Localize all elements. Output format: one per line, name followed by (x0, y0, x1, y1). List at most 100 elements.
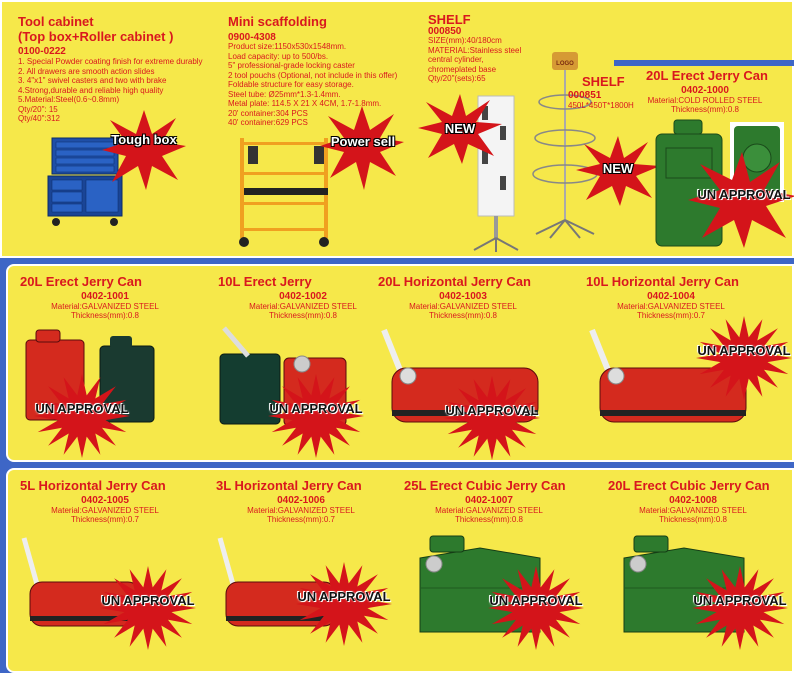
bot-code-1: 0402-1006 (277, 495, 325, 506)
can-top-code: 0402-1000 (681, 85, 729, 96)
bot-code-3: 0402-1008 (669, 495, 717, 506)
shelf1-title: SHELF (428, 12, 471, 27)
bot-code-0: 0402-1005 (81, 495, 129, 506)
mid-material-1: Material:GALVANIZED STEEL (249, 302, 357, 311)
tool-cabinet-specs: 1. Special Powder coating finish for ext… (18, 57, 203, 124)
mid-code-1: 0402-1002 (279, 291, 327, 302)
mid-un-approval-burst-icon-1 (268, 374, 364, 458)
un-approval-burst-icon-top (688, 152, 794, 248)
bot-code-2: 0402-1007 (465, 495, 513, 506)
un-approval-badge-top: UN APPROVAL (697, 187, 791, 202)
spec-line: 5" professional-grade locking caster (228, 61, 355, 70)
bot-can-image-1 (217, 537, 337, 627)
tool-cabinet-title: Tool cabinet (18, 14, 94, 29)
shelf1-code: 000850 (428, 26, 462, 37)
tool-cabinet-subtitle: (Top box+Roller cabinet ) (18, 29, 174, 44)
mid-un-approval-burst-icon-3 (696, 316, 792, 400)
shelf2-specs: 450L*450T*1800H (568, 101, 634, 111)
spec-line: Steel tube: Ø25mm*1.3-1.4mm. (228, 89, 341, 99)
bot-un-approval-badge-0: UN APPROVAL (101, 593, 195, 608)
mid-can-image-3 (589, 328, 747, 423)
bot-un-approval-burst-icon-0 (100, 566, 196, 650)
blue-strip (614, 60, 794, 66)
spec-line: 2. All drawers are smooth action slides (18, 66, 155, 76)
mid-un-approval-badge-0: UN APPROVAL (35, 401, 129, 416)
mid-title-2: 20L Horizontal Jerry Can (378, 274, 531, 289)
can-top-title: 20L Erect Jerry Can (646, 68, 768, 83)
mid-un-approval-badge-3: UN APPROVAL (697, 343, 791, 358)
mid-title-3: 10L Horizontal Jerry Can (586, 274, 739, 289)
spec-line: chromeplated base (428, 64, 497, 74)
spec-line: 450L*450T*1800H (568, 101, 634, 110)
bot-material-1: Material:GALVANIZED STEEL (247, 506, 355, 515)
bot-can-image-0 (21, 537, 141, 627)
scaffolding-title: Mini scaffolding (228, 14, 327, 29)
tough-box-badge: Tough box (111, 132, 177, 147)
mid-un-approval-burst-icon-0 (34, 374, 130, 458)
mid-un-approval-burst-icon-2 (444, 376, 540, 460)
scaffolding-specs: Product size:1150x530x1548mm.Load capaci… (228, 42, 397, 128)
spec-line: Qty/20": 15 (18, 104, 58, 114)
spec-line: Foldable structure for easy storage. (228, 80, 354, 89)
shelf2-title: SHELF (582, 74, 625, 89)
spec-line: Qty/20"(sets):65 (428, 74, 486, 83)
bot-un-approval-burst-icon-1 (296, 562, 392, 646)
mid-code-0: 0402-1001 (81, 291, 129, 302)
bot-title-1: 3L Horizontal Jerry Can (216, 478, 362, 493)
spec-line: Product size:1150x530x1548mm. (228, 42, 347, 51)
spec-line: Load capacity: up to 500/bs. (228, 51, 329, 61)
bot-material-2: Material:GALVANIZED STEEL (435, 506, 543, 515)
spec-line: 20' container:304 PCS (228, 108, 308, 118)
bot-title-0: 5L Horizontal Jerry Can (20, 478, 166, 493)
tool-cabinet-image (47, 137, 123, 226)
mid-code-3: 0402-1004 (647, 291, 695, 302)
scaffolding-image (239, 138, 329, 247)
spec-line: 3. 4"x1" swivel casters and two with bra… (18, 76, 167, 85)
mid-un-approval-badge-2: UN APPROVAL (445, 403, 539, 418)
spec-line: Qty/40":312 (18, 114, 60, 123)
bot-un-approval-burst-icon-2 (488, 566, 584, 650)
mid-thickness-2: Thickness(mm):0.8 (428, 311, 497, 320)
can-top-thickness: Thickness(mm):0.8 (670, 105, 739, 114)
bot-title-3: 20L Erect Cubic Jerry Can (608, 478, 770, 493)
spec-line: Metal plate: 114.5 X 21 X 4CM, 1.7-1.8mm… (228, 99, 382, 108)
tool-cabinet-code: 0100-0222 (18, 46, 66, 57)
spec-line: MATERIAL:Stainless steel (428, 45, 522, 55)
mid-code-2: 0402-1003 (439, 291, 487, 302)
bot-material-3: Material:GALVANIZED STEEL (639, 506, 747, 515)
mid-material-2: Material:GALVANIZED STEEL (409, 302, 517, 311)
spec-line: central cylinder, (428, 55, 484, 64)
spec-line: 1. Special Powder coating finish for ext… (18, 57, 203, 66)
shelf2-code: 000851 (568, 90, 602, 101)
spec-line: 2 tool pouchs (Optional, not include in … (228, 70, 398, 80)
spec-line: 4.Strong,durable and reliable high quali… (18, 85, 164, 95)
power-sell-badge: Power sell (330, 134, 396, 149)
mid-thickness-1: Thickness(mm):0.8 (268, 311, 337, 320)
tough-box-burst-icon (102, 110, 186, 190)
bot-un-approval-badge-1: UN APPROVAL (297, 589, 391, 604)
bot-thickness-2: Thickness(mm):0.8 (454, 515, 523, 524)
shelf1-image (473, 95, 519, 252)
new-badge-2: NEW (602, 161, 634, 176)
mid-title-0: 20L Erect Jerry Can (20, 274, 142, 289)
top-panel: Tool cabinet (Top box+Roller cabinet ) 0… (0, 0, 794, 258)
can-top-material: Material:COLD ROLLED STEEL (647, 96, 763, 105)
bot-un-approval-burst-icon-3 (692, 566, 788, 650)
mid-material-0: Material:GALVANIZED STEEL (51, 302, 159, 311)
bot-un-approval-badge-3: UN APPROVAL (693, 593, 787, 608)
new-burst-icon-2 (576, 136, 660, 206)
new-badge-1: NEW (444, 121, 476, 136)
svg-text:LOGO: LOGO (556, 61, 574, 67)
bot-un-approval-badge-2: UN APPROVAL (489, 593, 583, 608)
spec-line: 5.Material:Steel(0.6~0.8mm) (18, 95, 120, 104)
shelf2-image: LOGO (532, 52, 598, 239)
bot-thickness-0: Thickness(mm):0.7 (70, 515, 139, 524)
bot-thickness-3: Thickness(mm):0.8 (658, 515, 727, 524)
mid-un-approval-badge-1: UN APPROVAL (269, 401, 363, 416)
spec-line: 40' container:629 PCS (228, 118, 308, 127)
bot-title-2: 25L Erect Cubic Jerry Can (404, 478, 566, 493)
